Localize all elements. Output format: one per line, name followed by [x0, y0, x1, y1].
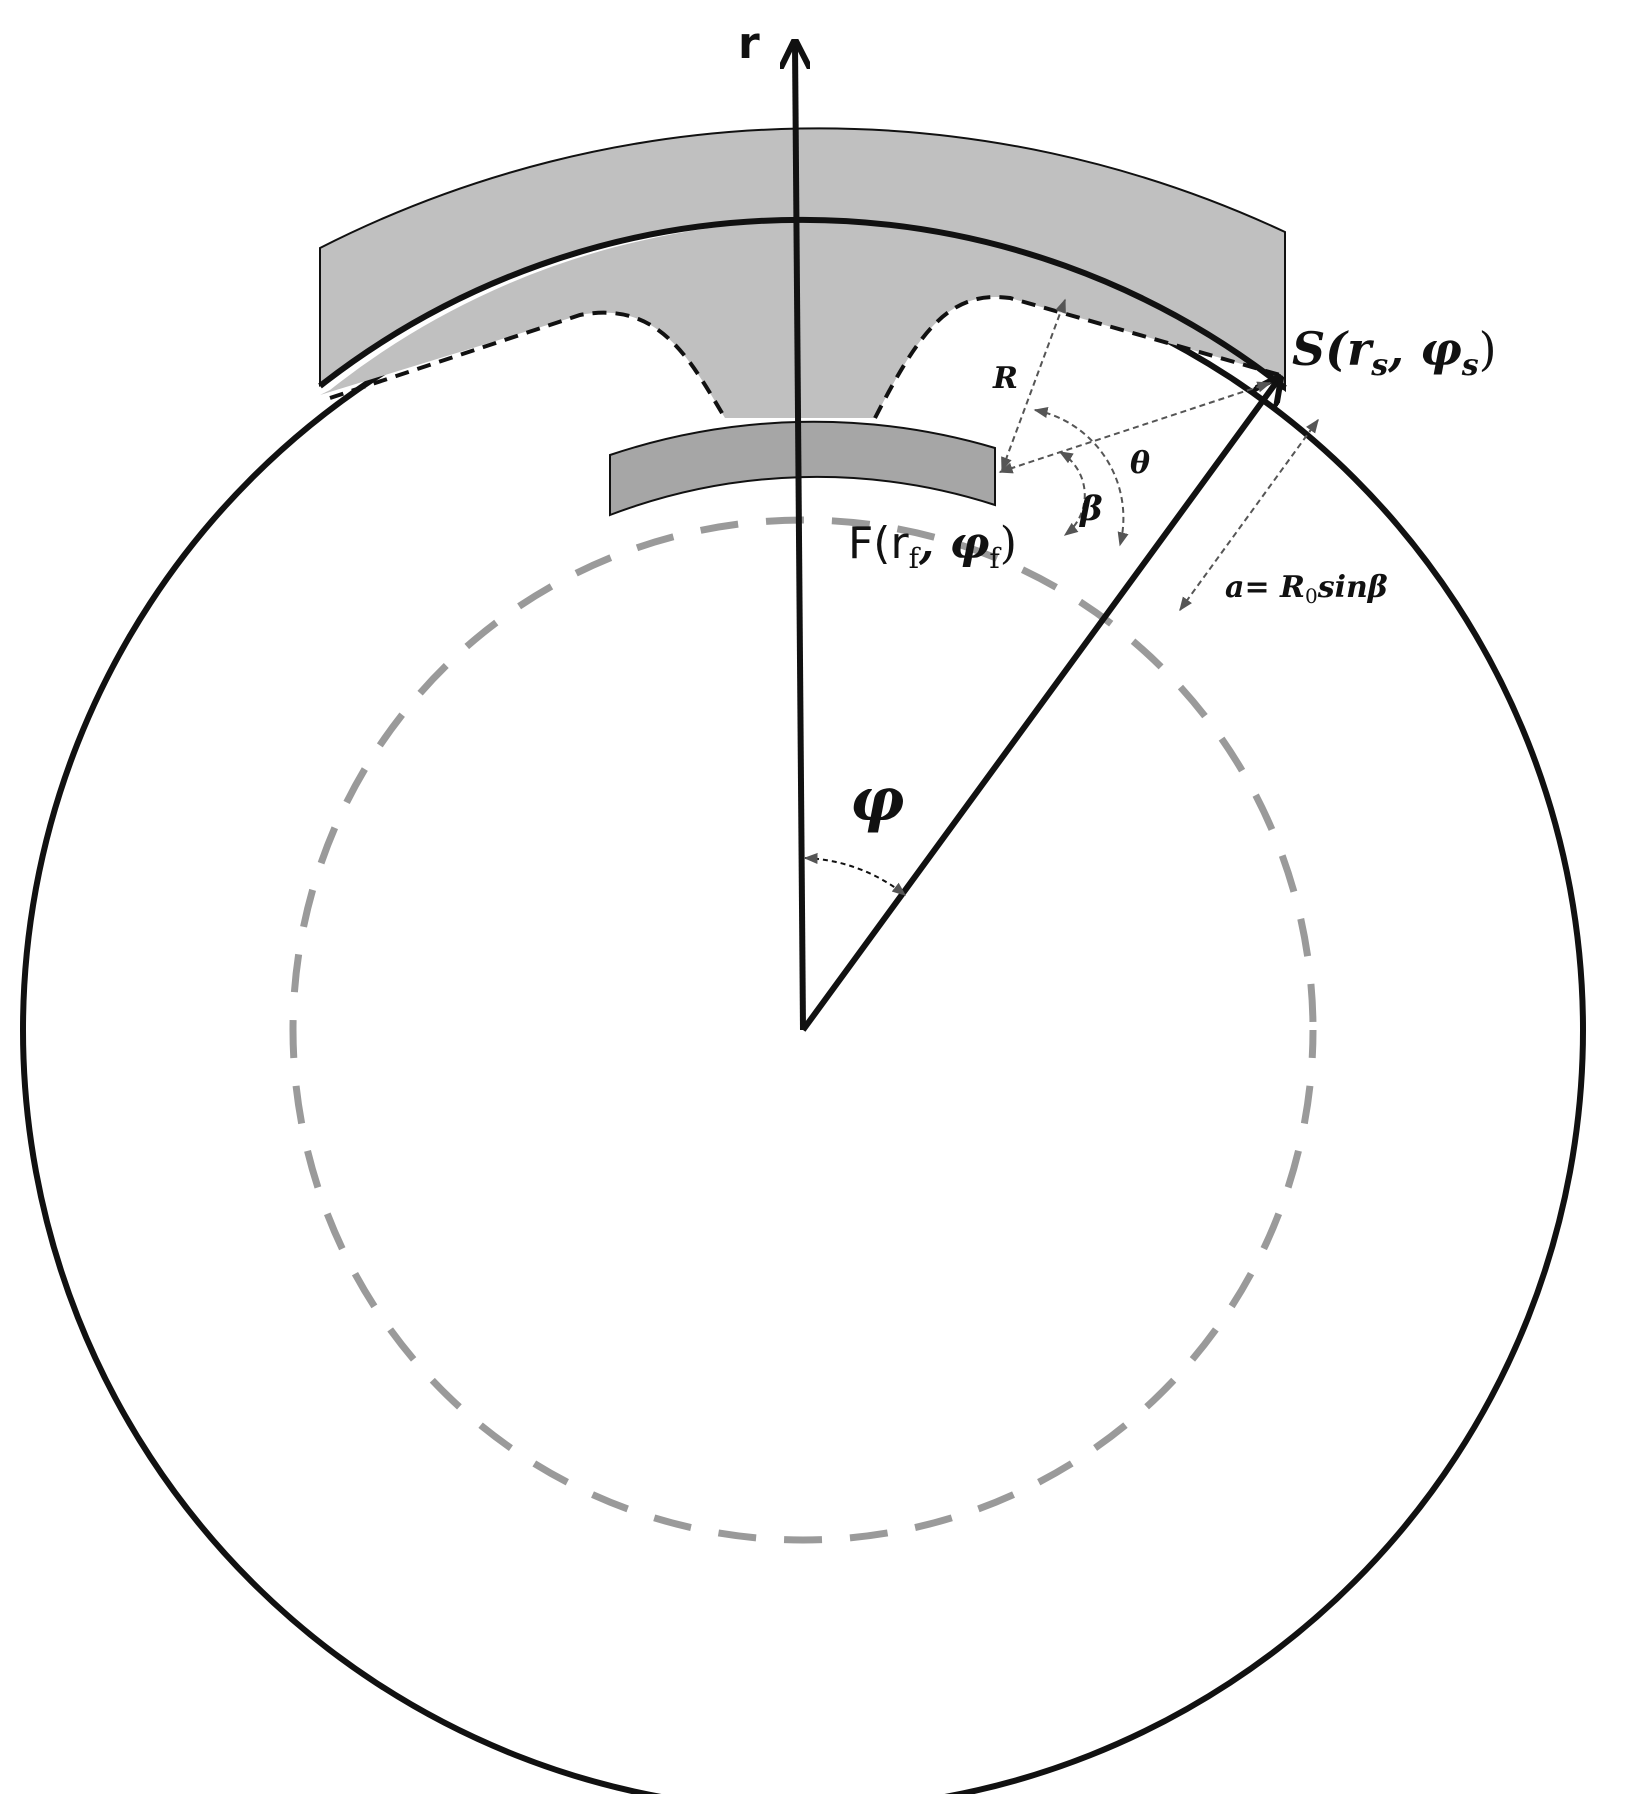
beta-arc	[1058, 451, 1086, 536]
r-axis-label: r	[738, 18, 760, 69]
R-label: R	[992, 361, 1018, 396]
point-s-label: S(rs, φs)	[1292, 322, 1497, 383]
circle-arc-over-shoe	[318, 216, 1287, 391]
theta-label: θ	[1130, 446, 1150, 481]
F-to-S-line	[998, 381, 1272, 474]
pad-sector	[609, 420, 996, 517]
phi-label: φ	[850, 765, 904, 835]
beta-label: β	[1078, 489, 1103, 529]
shoe-dashed-boundary	[329, 295, 1281, 420]
phi-arc	[803, 852, 907, 896]
r-axis-arrow	[795, 45, 803, 1031]
a-dimension-line	[1179, 418, 1319, 612]
theta-arc	[1033, 406, 1129, 547]
a-equation-label: a= R0sinβ	[1225, 570, 1388, 608]
inner-dashed-circle	[289, 516, 1317, 1544]
point-f-label: F(rf, φf)	[848, 518, 1017, 575]
